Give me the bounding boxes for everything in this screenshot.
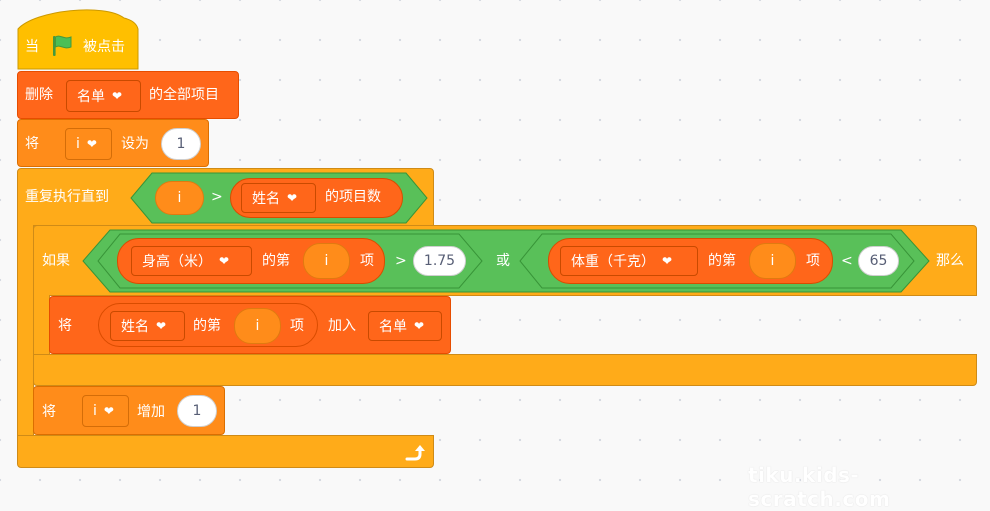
item-label: 项 [806, 253, 820, 269]
dropdown-arrow-icon: ❤ [414, 319, 425, 333]
variable-dropdown-i[interactable]: i❤ [82, 395, 129, 427]
variable-reporter-i[interactable]: i [155, 181, 204, 215]
delete-all-suffix-label: 的全部项目 [149, 87, 219, 103]
less-than-symbol: < [841, 253, 853, 269]
variable-name: i [76, 136, 80, 152]
change-value-input[interactable]: 1 [177, 395, 217, 427]
item-of-label: 的第 [708, 253, 736, 269]
list-name: 名单 [77, 89, 105, 105]
variable-reporter-i[interactable]: i [234, 308, 281, 344]
list-length-label: 的项目数 [325, 189, 381, 205]
list-dropdown-names[interactable]: 姓名 ❤ [110, 311, 185, 341]
then-label: 那么 [936, 253, 964, 269]
variable-dropdown-i[interactable]: i❤ [65, 128, 112, 160]
repeat-until-arm [17, 225, 34, 436]
add-to-label: 加入 [328, 318, 356, 334]
repeat-until-label: 重复执行直到 [25, 189, 109, 205]
variable-reporter-i[interactable]: i [749, 243, 796, 279]
list-dropdown-names[interactable]: 姓名 ❤ [241, 183, 316, 213]
height-threshold-input[interactable]: 1.75 [413, 246, 466, 276]
dropdown-arrow-icon: ❤ [103, 404, 114, 418]
item-label: 项 [290, 318, 304, 334]
dropdown-arrow-icon: ❤ [156, 319, 167, 333]
list-name: 姓名 [252, 191, 280, 207]
change-label: 将 [42, 404, 56, 420]
set-label: 将 [25, 136, 39, 152]
if-then-arm [33, 295, 50, 355]
item-of-label: 的第 [262, 253, 290, 269]
variable-name: i [93, 403, 97, 419]
if-then-footer [33, 354, 977, 386]
green-flag-icon [53, 35, 72, 56]
dropdown-arrow-icon: ❤ [219, 254, 230, 268]
list-dropdown-height[interactable]: 身高（米） ❤ [131, 246, 252, 276]
repeat-until-footer [17, 435, 434, 468]
dropdown-arrow-icon: ❤ [662, 254, 673, 268]
greater-than-symbol: > [395, 253, 407, 269]
dropdown-arrow-icon: ❤ [86, 137, 97, 151]
hat-label-clicked: 被点击 [83, 39, 125, 55]
dropdown-arrow-icon: ❤ [287, 191, 298, 205]
list-dropdown-weight[interactable]: 体重（千克） ❤ [560, 246, 698, 276]
add-label: 将 [58, 318, 72, 334]
change-by-label: 增加 [137, 404, 165, 420]
loop-arrow-icon [405, 445, 425, 461]
delete-all-label: 删除 [25, 87, 53, 103]
list-name: 身高（米） [142, 254, 212, 270]
or-label: 或 [496, 253, 510, 269]
list-name: 体重（千克） [571, 254, 655, 270]
list-name: 姓名 [121, 319, 149, 335]
watermark: tiku.kids-scratch.com [748, 463, 891, 511]
list-dropdown-roster[interactable]: 名单 ❤ [66, 80, 141, 112]
weight-threshold-input[interactable]: 65 [858, 246, 899, 276]
if-label: 如果 [42, 253, 70, 269]
list-name: 名单 [379, 319, 407, 335]
set-value-input[interactable]: 1 [161, 128, 201, 160]
greater-than-symbol: > [211, 189, 223, 205]
variable-reporter-i[interactable]: i [303, 243, 350, 279]
item-of-label: 的第 [193, 318, 221, 334]
list-dropdown-roster[interactable]: 名单 ❤ [368, 311, 442, 341]
dropdown-arrow-icon: ❤ [112, 89, 123, 103]
set-to-label: 设为 [121, 136, 149, 152]
item-label: 项 [360, 253, 374, 269]
hat-label-when: 当 [25, 39, 39, 55]
when-flag-clicked-hat-block[interactable] [17, 5, 141, 71]
